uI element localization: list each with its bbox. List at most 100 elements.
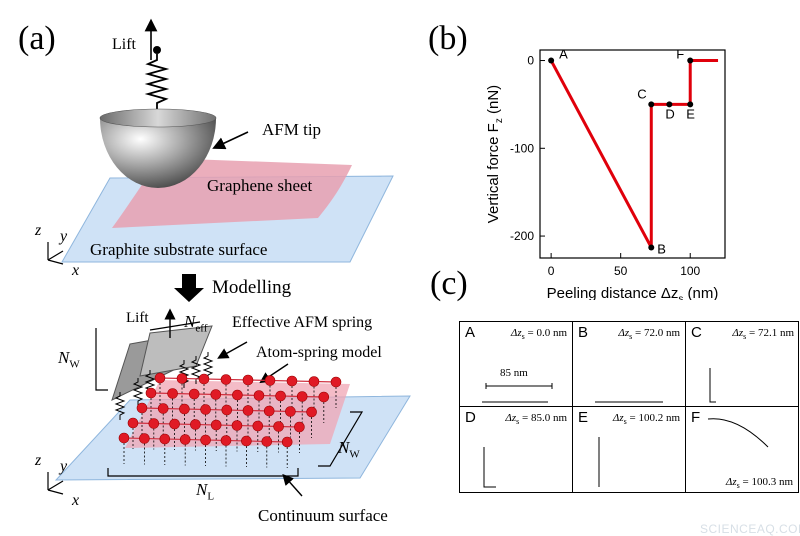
spring-pointer: [217, 341, 248, 359]
atom: [139, 433, 150, 444]
snapshot-letter: D: [465, 409, 476, 426]
marker-label-C: C: [637, 86, 646, 101]
atom: [169, 418, 180, 430]
snapshot-profile: [598, 437, 600, 487]
plot-frame: [539, 49, 726, 259]
marker-point-C: [648, 101, 655, 108]
n-l-label: NL: [196, 480, 215, 503]
bracket-nw-left: [95, 328, 108, 391]
n-w-label-right: NW: [338, 438, 360, 461]
atom: [210, 389, 222, 400]
atom: [330, 376, 342, 388]
atom: [200, 434, 211, 446]
atom: [159, 433, 171, 445]
atom: [200, 404, 211, 415]
atom: [188, 388, 200, 400]
afm-tip: [100, 118, 216, 188]
snapshot-letter: C: [691, 324, 702, 341]
x-tick-label: 0: [548, 264, 555, 278]
marker-point-D: [666, 101, 673, 108]
marker-point-A: [548, 57, 555, 64]
snapshot-letter: E: [578, 409, 589, 426]
x-tick-label: 100: [680, 264, 700, 278]
snapshot-cell-B: B Δzs = 72.0 nm: [573, 322, 686, 407]
continuum-pointer: [282, 473, 303, 497]
graphene-sheet-label: Graphene sheet: [207, 176, 313, 195]
snapshot-grid: A Δzs = 0.0 nm 85 nm B Δzs = 72.0 nm C Δzs = 7…: [459, 321, 799, 493]
afm-tip-label: AFM tip: [262, 120, 322, 139]
atom: [176, 373, 188, 384]
atom: [273, 421, 284, 432]
atom: [118, 432, 130, 444]
marker-label-F: F: [676, 47, 684, 62]
marker-label-E: E: [686, 106, 695, 121]
continuum-label: Continuum surface: [258, 506, 388, 525]
axis-z-top: z: [35, 222, 42, 239]
atom: [306, 406, 317, 418]
panel-label-b: (b): [428, 20, 468, 57]
scale-bar-label: 85 nm: [500, 367, 528, 379]
atom: [220, 435, 232, 446]
atom: [263, 405, 275, 417]
panel-a-illustration: [47, 18, 411, 497]
marker-point-E: [687, 101, 694, 108]
panel-label-a: (a): [18, 20, 56, 57]
snapshot-distance: Δzs = 0.0 nm: [510, 327, 567, 342]
atom: [294, 421, 305, 433]
panel-label-c: (c): [430, 265, 468, 302]
atom-spring-label: Atom-spring model: [256, 344, 382, 361]
atom: [210, 419, 222, 431]
bracket-neff: [149, 321, 201, 331]
atom: [179, 403, 190, 415]
snapshot-letter: F: [691, 409, 701, 426]
atom: [318, 391, 330, 403]
snapshot-profile: [595, 401, 663, 403]
substrate-label: Graphite substrate surface: [90, 240, 268, 259]
modelling-label: Modelling: [212, 277, 292, 298]
atom: [285, 406, 296, 417]
lift-label-top: Lift: [112, 36, 136, 53]
snapshot-cell-C: C Δzs = 72.1 nm: [686, 322, 799, 407]
x-axis-label: Peeling distance Δzs (nm): [547, 285, 719, 300]
snapshot-letter: B: [578, 324, 589, 341]
atom-grid: [118, 372, 342, 468]
axis-y-bottom: y: [60, 458, 68, 475]
effective-spring-label: Effective AFM spring: [232, 314, 373, 331]
atom: [308, 376, 320, 387]
axis-x-top: x: [72, 262, 80, 279]
afm-tip-pointer: [212, 131, 249, 150]
axis-y-top: y: [60, 228, 68, 245]
atom: [252, 420, 264, 432]
atom: [231, 420, 243, 431]
y-axis-label: Vertical force Fz (nN): [485, 85, 505, 223]
atom: [198, 373, 210, 385]
spring-top-ball: [153, 46, 161, 54]
snapshot-distance: Δzs = 72.0 nm: [618, 327, 680, 342]
atom: [220, 374, 232, 385]
atom: [190, 419, 201, 430]
atom: [179, 434, 191, 445]
n-w-label-left: NW: [58, 348, 80, 371]
lift-label-bottom: Lift: [126, 310, 149, 326]
atom: [127, 417, 139, 429]
snapshot-letter: A: [465, 324, 476, 341]
atom: [136, 402, 148, 414]
snapshot-distance: Δzs = 72.1 nm: [732, 327, 794, 342]
atom: [242, 405, 254, 416]
atom: [157, 403, 169, 414]
y-tick-label: -200: [510, 229, 534, 243]
atom: [286, 375, 298, 387]
snapshot-distance: Δzs = 85.0 nm: [505, 412, 567, 427]
atom: [281, 436, 293, 448]
y-tick-label: 0: [527, 54, 534, 68]
marker-label-D: D: [665, 106, 674, 121]
snapshot-profile: [483, 447, 496, 488]
atom: [148, 418, 160, 429]
axis-z-bottom: z: [35, 452, 42, 469]
axes-bottom: [47, 472, 64, 495]
watermark: SCIENCEAQ.COM: [700, 522, 800, 536]
snapshot-profile: [482, 383, 553, 403]
n-eff-label: Neff: [184, 312, 208, 335]
